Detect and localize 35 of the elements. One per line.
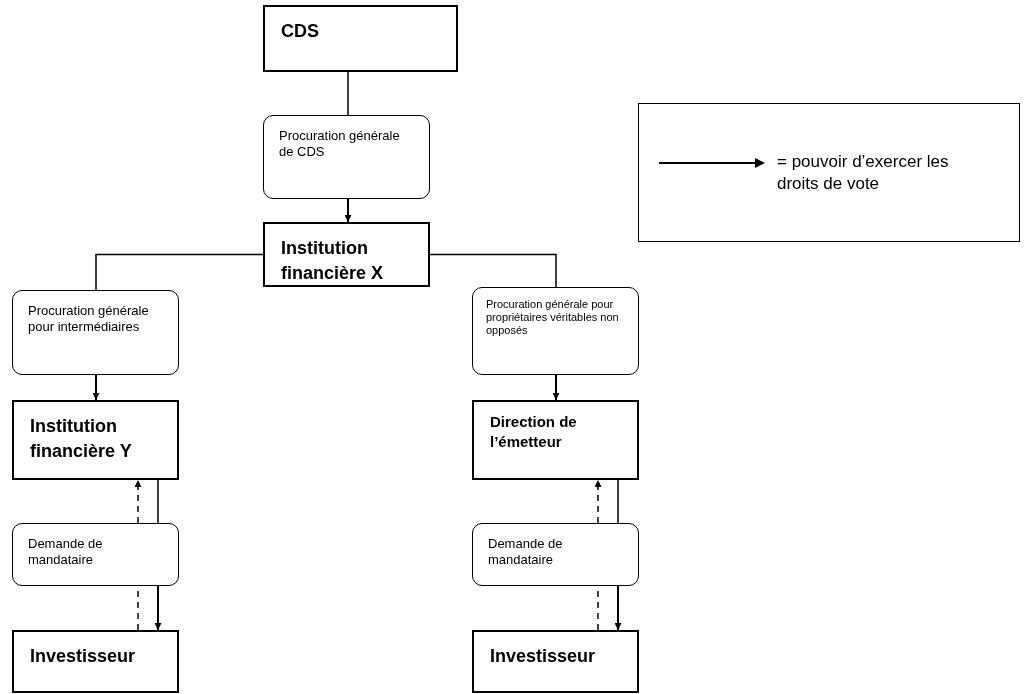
legend-label: = pouvoir d’exercer les droits de vote	[777, 150, 950, 195]
connector-line	[617, 479, 619, 524]
entity-box	[12, 400, 179, 480]
entity-box	[12, 630, 179, 693]
connector-line	[429, 253, 557, 288]
dashed-arrow	[594, 479, 602, 524]
process-box	[263, 115, 430, 199]
entity-label: Direction de l’émetteur	[489, 412, 578, 452]
connector-line	[95, 253, 264, 291]
arrow	[344, 198, 352, 223]
entity-label: Investisseur	[489, 645, 597, 668]
entity-label: CDS	[280, 20, 320, 43]
process-box	[12, 290, 179, 375]
dashed-arrow	[134, 479, 142, 524]
entity-box	[263, 5, 458, 72]
process-label: Procuration générale de CDS	[278, 127, 401, 160]
process-label: Procuration générale pour propriétaires véritables non opposés	[485, 297, 620, 337]
process-label: Demande de mandataire	[27, 535, 104, 568]
arrow	[614, 585, 622, 631]
process-label: Procuration générale pour intermédiaires	[27, 302, 150, 335]
process-box	[12, 523, 179, 586]
entity-box	[263, 222, 430, 287]
arrow	[92, 374, 100, 401]
process-box	[472, 523, 639, 586]
arrow	[154, 585, 162, 631]
entity-box	[472, 630, 639, 693]
connector-line	[347, 71, 349, 116]
entity-label: Institution financière Y	[29, 415, 133, 463]
connector-line	[157, 479, 159, 524]
arrow	[552, 374, 560, 401]
process-label: Demande de mandataire	[487, 535, 564, 568]
entity-label: Investisseur	[29, 645, 137, 668]
entity-label: Institution financière X	[280, 237, 385, 285]
process-box	[472, 287, 639, 375]
entity-box	[472, 400, 639, 480]
